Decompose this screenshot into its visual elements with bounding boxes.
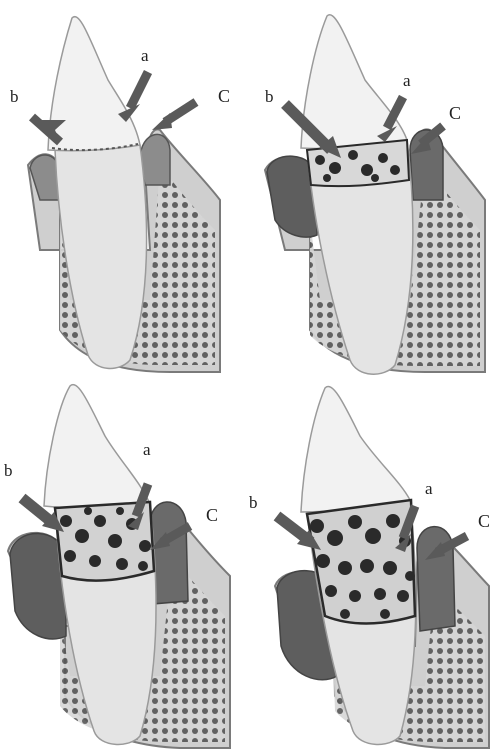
label-c: C	[449, 104, 461, 122]
tooth-illustration-stage-1	[0, 0, 245, 375]
tooth-illustration-stage-4	[245, 376, 490, 751]
label-b: b	[4, 462, 13, 479]
panel-stage-4: b a C	[245, 376, 490, 751]
label-a: a	[403, 72, 411, 89]
label-a: a	[425, 480, 433, 497]
tooth-illustration-stage-2	[245, 0, 490, 375]
label-c: C	[218, 87, 230, 105]
label-a: a	[143, 441, 151, 458]
panel-stage-2: b a C	[245, 0, 490, 375]
panel-stage-1: b a C	[0, 0, 245, 375]
label-b: b	[265, 88, 274, 105]
label-b: b	[249, 494, 258, 511]
label-b: b	[10, 88, 19, 105]
tooth-illustration-stage-3	[0, 376, 245, 751]
label-c: C	[206, 506, 218, 524]
label-c: C	[478, 512, 490, 530]
panel-stage-3: b a C	[0, 376, 245, 751]
label-a: a	[141, 47, 149, 64]
